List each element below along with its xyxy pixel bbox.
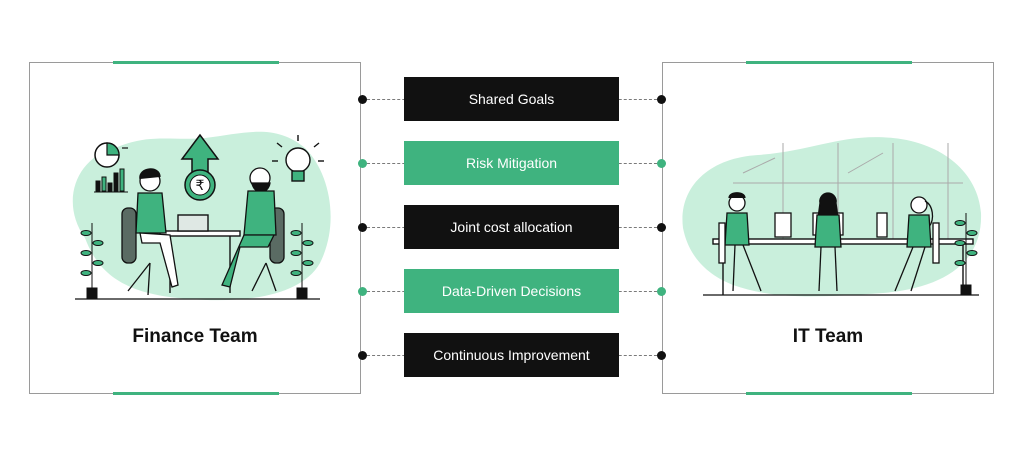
svg-text:₹: ₹ [196, 178, 205, 194]
connector-dot-right [657, 159, 666, 168]
finance-team-panel: ₹ [29, 61, 361, 395]
bridge-item-label: Joint cost allocation [450, 219, 573, 235]
finance-top-accent-bar [113, 61, 279, 64]
connector-dot-right [657, 287, 666, 296]
it-bottom-accent-bar [746, 392, 912, 395]
plant-left-icon [80, 223, 104, 299]
bridge-item-box: Continuous Improvement [404, 333, 619, 377]
bridge-item-label: Data-Driven Decisions [441, 283, 582, 299]
connector-dot-left [358, 223, 367, 232]
connector-dot-left [358, 287, 367, 296]
finance-man-figure [221, 167, 285, 292]
rupee-coin-icon: ₹ [184, 169, 216, 201]
bridge-item-box: Risk Mitigation [404, 141, 619, 185]
finance-bottom-accent-bar [113, 392, 279, 395]
light-bulb-icon [272, 135, 324, 182]
plant-right-icon [290, 223, 314, 299]
bridge-item-label: Shared Goals [468, 91, 555, 107]
connector-dot-right [657, 95, 666, 104]
bar-chart-icon [94, 168, 128, 193]
it-team-title: IT Team [792, 326, 864, 347]
bridge-item-label: Continuous Improvement [433, 347, 590, 363]
pie-chart-icon [94, 142, 128, 168]
bridge-item-label: Risk Mitigation [465, 155, 558, 171]
it-person-center [814, 192, 842, 292]
it-office-illustration [682, 137, 982, 297]
it-person-right [894, 196, 940, 292]
bridge-item-box: Shared Goals [404, 77, 619, 121]
bridge-item-box: Data-Driven Decisions [404, 269, 619, 313]
bridge-item-box: Joint cost allocation [404, 205, 619, 249]
finance-woman-figure [121, 168, 179, 296]
finance-meeting-illustration: ₹ [72, 131, 331, 301]
it-plant-icon [954, 213, 978, 296]
connector-dot-left [358, 159, 367, 168]
connector-dot-left [358, 351, 367, 360]
connector-dot-right [657, 351, 666, 360]
it-team-panel: IT Team [662, 61, 994, 395]
finance-team-title: Finance Team [132, 326, 258, 347]
connector-dot-left [358, 95, 367, 104]
it-top-accent-bar [746, 61, 912, 64]
connector-dot-right [657, 223, 666, 232]
it-person-left [718, 192, 762, 292]
